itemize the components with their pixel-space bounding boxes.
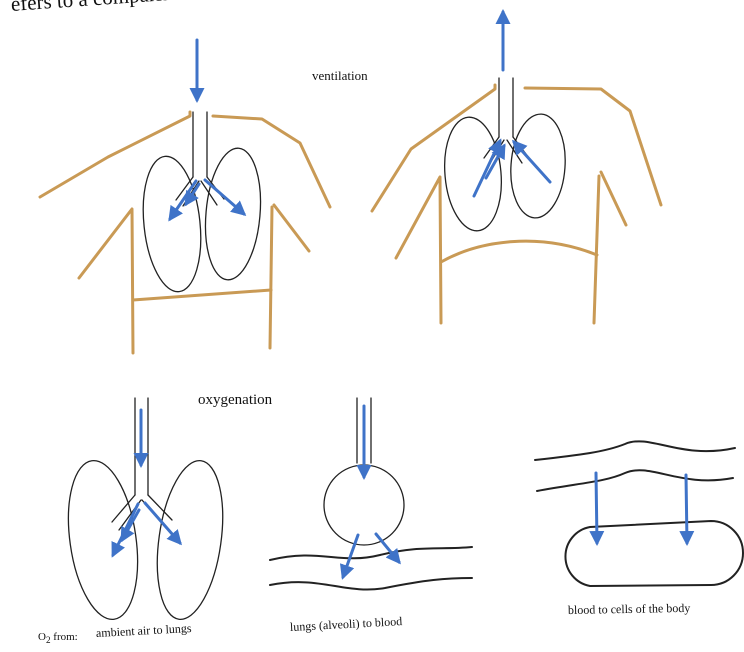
torso-inhale-diaphragm [133,290,271,300]
torso-inhale [40,40,330,353]
torso-exhale-right-shoulder [525,88,661,205]
arrow-inhale-left [170,181,196,219]
arrow-oxy3-left [596,473,597,543]
arrow-exhale-right [514,142,550,182]
arrow-exhale-left [474,141,500,196]
arrow-oxy3-right [686,475,687,543]
torso-exhale-left-arm [396,177,441,323]
arrow-inhale-right [205,180,244,214]
arrow-oxy1-right [145,503,180,543]
torso-inhale-right-shoulder [213,116,330,207]
capillary-upper-wall [270,547,472,560]
torso-exhale-right-side [601,172,626,225]
arrow-oxy2-right [376,534,399,562]
oxy-ambient-to-lungs [59,398,232,624]
vessel-upper-wall [535,441,735,460]
oxy-blood-to-cells [535,441,743,586]
lung-exhale-left [440,115,506,233]
torso-exhale [372,12,661,323]
capillary-lower-wall [270,578,472,590]
trachea-inhale [193,112,207,177]
lung-inhale-left [137,153,207,294]
lung-exhale-right [507,112,568,220]
oxy-alveoli-to-blood [270,398,472,590]
torso-exhale-right-arm [594,176,599,323]
torso-inhale-right-side [274,205,309,251]
torso-inhale-left-shoulder [40,112,190,197]
vessel-lower-wall [537,470,733,491]
torso-exhale-diaphragm [441,241,597,262]
trachea-exhale [499,78,513,137]
torso-inhale-left-arm [79,209,133,353]
lung-oxy1-left [59,456,147,624]
lung-inhale-right [200,146,265,282]
torso-inhale-right-arm [270,207,272,348]
lung-oxy1-right [148,456,232,623]
body-cell [565,521,743,586]
arrow-oxy2-left [343,535,358,577]
